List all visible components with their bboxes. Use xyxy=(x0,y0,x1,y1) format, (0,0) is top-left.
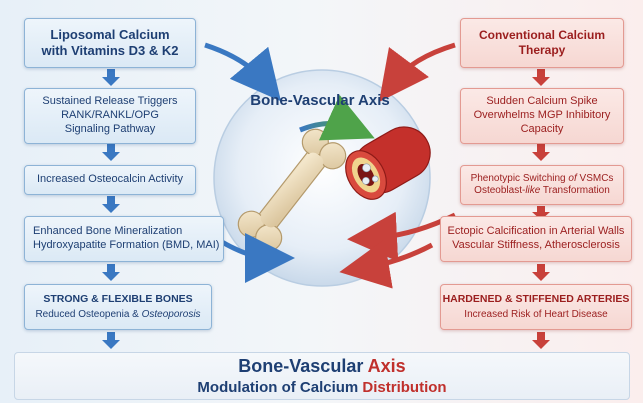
left-box5-line2: Reduced Osteopenia & Osteoporosis xyxy=(35,309,200,322)
bottom-line2: Modulation of Calcium Distribution xyxy=(15,379,629,396)
right-box3-line2a: Osteoblast- xyxy=(474,185,525,196)
arrow-down-icon xyxy=(532,144,550,161)
right-top-curved-arrow xyxy=(394,45,455,82)
left-top-curved-arrow xyxy=(205,45,265,82)
right-box4-line2: Vascular Stiffness, Atherosclerosis xyxy=(452,239,620,253)
left-box-sustained-release: Sustained Release Triggers RANK/RANKL/OP… xyxy=(24,88,196,144)
right-box-calcium-spike: Sudden Calcium Spike Overwhelms MGP Inhi… xyxy=(460,88,624,144)
right-box1-line2: Therapy xyxy=(519,43,566,58)
right-box5-line2: Increased Risk of Heart Disease xyxy=(464,309,607,322)
left-box1-line1: Liposomal Calcium xyxy=(50,27,169,43)
right-box3-line2: Osteoblast-like Transformation xyxy=(474,185,610,198)
left-box-bone-mineralization: Enhanced Bone Mineralization Hydroxyapat… xyxy=(24,216,224,262)
bottom-line2b: Distribution xyxy=(362,379,446,396)
bottom-line1: Bone-Vascular Axis xyxy=(15,356,629,377)
bottom-line1a: Bone-Vascular xyxy=(238,356,367,376)
left-box1-line2: with Vitamins D3 & K2 xyxy=(41,43,178,59)
bottom-banner: Bone-Vascular Axis Modulation of Calcium… xyxy=(14,352,630,400)
arrow-down-icon xyxy=(102,264,120,281)
center-title: Bone-Vascular Axis xyxy=(230,92,410,109)
right-box3-line1b: of xyxy=(568,173,576,184)
left-box2-line3: Signaling Pathway xyxy=(65,123,156,137)
arrow-down-icon xyxy=(102,196,120,213)
right-box3-line1: Phenotypic Switching of VSMCs xyxy=(471,173,614,186)
left-box5-line2b: Osteoporosis xyxy=(142,309,201,320)
left-box5-line1: STRONG & FLEXIBLE BONES xyxy=(43,293,192,306)
left-box4-line2: Hydroxyapatite Formation (BMD, MAI) xyxy=(33,239,219,253)
right-box2-line3: Capacity xyxy=(521,123,564,137)
right-box2-line1: Sudden Calcium Spike xyxy=(486,95,597,109)
right-box-hardened-arteries: HARDENED & STIFFENED ARTERIES Increased … xyxy=(440,284,632,330)
right-box-conventional-therapy: Conventional Calcium Therapy xyxy=(460,18,624,68)
left-box5-line2a: Reduced Osteopenia & xyxy=(35,309,141,320)
arrow-down-icon xyxy=(532,332,550,349)
right-box3-line1c: VSMCs xyxy=(577,173,614,184)
arrow-down-icon xyxy=(102,332,120,349)
right-box4-line1: Ectopic Calcification in Arterial Walls xyxy=(448,225,625,239)
right-box1-line1: Conventional Calcium xyxy=(479,28,605,43)
left-box3-line1: Increased Osteocalcin Activity xyxy=(37,173,183,187)
right-box-phenotypic-switching: Phenotypic Switching of VSMCs Osteoblast… xyxy=(460,165,624,205)
left-box-osteocalcin: Increased Osteocalcin Activity xyxy=(24,165,196,195)
bottom-line2a: Modulation of Calcium xyxy=(197,379,362,396)
right-box-ectopic-calcification: Ectopic Calcification in Arterial Walls … xyxy=(440,216,632,262)
left-box-liposomal-calcium: Liposomal Calcium with Vitamins D3 & K2 xyxy=(24,18,196,68)
left-box-strong-bones: STRONG & FLEXIBLE BONES Reduced Osteopen… xyxy=(24,284,212,330)
arrow-down-icon xyxy=(102,144,120,161)
left-box2-line2: RANK/RANKL/OPG xyxy=(61,109,159,123)
arrow-down-icon xyxy=(532,69,550,86)
arrow-down-icon xyxy=(532,264,550,281)
bottom-line1b: Axis xyxy=(368,356,406,376)
left-box2-line1: Sustained Release Triggers xyxy=(42,95,177,109)
right-box3-line2b: like xyxy=(525,185,540,196)
left-box4-line1: Enhanced Bone Mineralization xyxy=(33,225,182,239)
right-box2-line2: Overwhelms MGP Inhibitory xyxy=(474,109,611,123)
arrow-down-icon xyxy=(102,69,120,86)
right-box5-line1: HARDENED & STIFFENED ARTERIES xyxy=(443,293,630,306)
right-box3-line2c: Transformation xyxy=(540,185,609,196)
right-box3-line1a: Phenotypic Switching xyxy=(471,173,569,184)
